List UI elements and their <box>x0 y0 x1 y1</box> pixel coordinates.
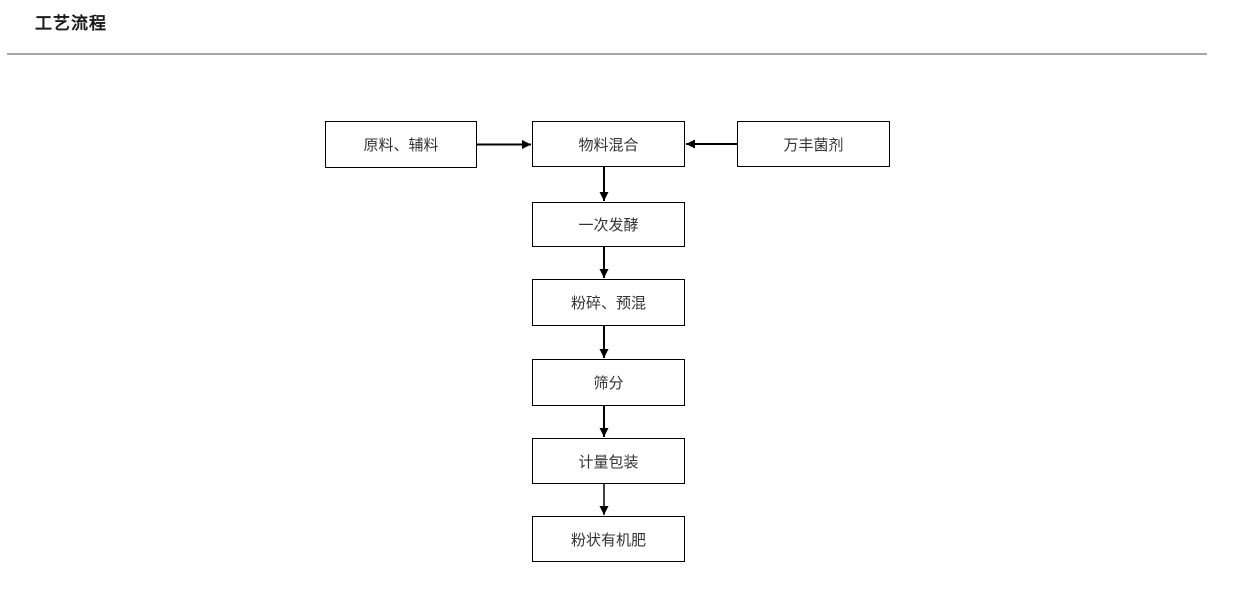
flow-node-powdered-organic-fertilizer: 粉状有机肥 <box>532 516 685 562</box>
flow-node-screening: 筛分 <box>532 359 685 406</box>
flow-node-label: 原料、辅料 <box>363 137 439 154</box>
flow-node-label: 一次发酵 <box>578 217 639 234</box>
flow-node-material-mixing: 物料混合 <box>532 121 685 167</box>
page-title: 工艺流程 <box>35 14 107 33</box>
flow-node-label: 计量包装 <box>578 453 639 471</box>
flow-node-label: 万丰菌剂 <box>783 136 844 154</box>
flow-node-label: 筛分 <box>593 375 624 392</box>
flow-node-label: 粉状有机肥 <box>570 531 646 549</box>
flow-node-crushing-premixing: 粉碎、预混 <box>532 279 685 326</box>
flow-node-wanfeng-agent: 万丰菌剂 <box>737 121 890 167</box>
flow-node-label: 粉碎、预混 <box>570 295 646 312</box>
flow-node-label: 物料混合 <box>578 136 639 154</box>
flow-node-primary-fermentation: 一次发酵 <box>532 202 685 247</box>
flow-node-raw-materials: 原料、辅料 <box>325 121 477 168</box>
title-divider <box>7 53 1207 55</box>
flow-node-measuring-packaging: 计量包装 <box>532 438 685 484</box>
